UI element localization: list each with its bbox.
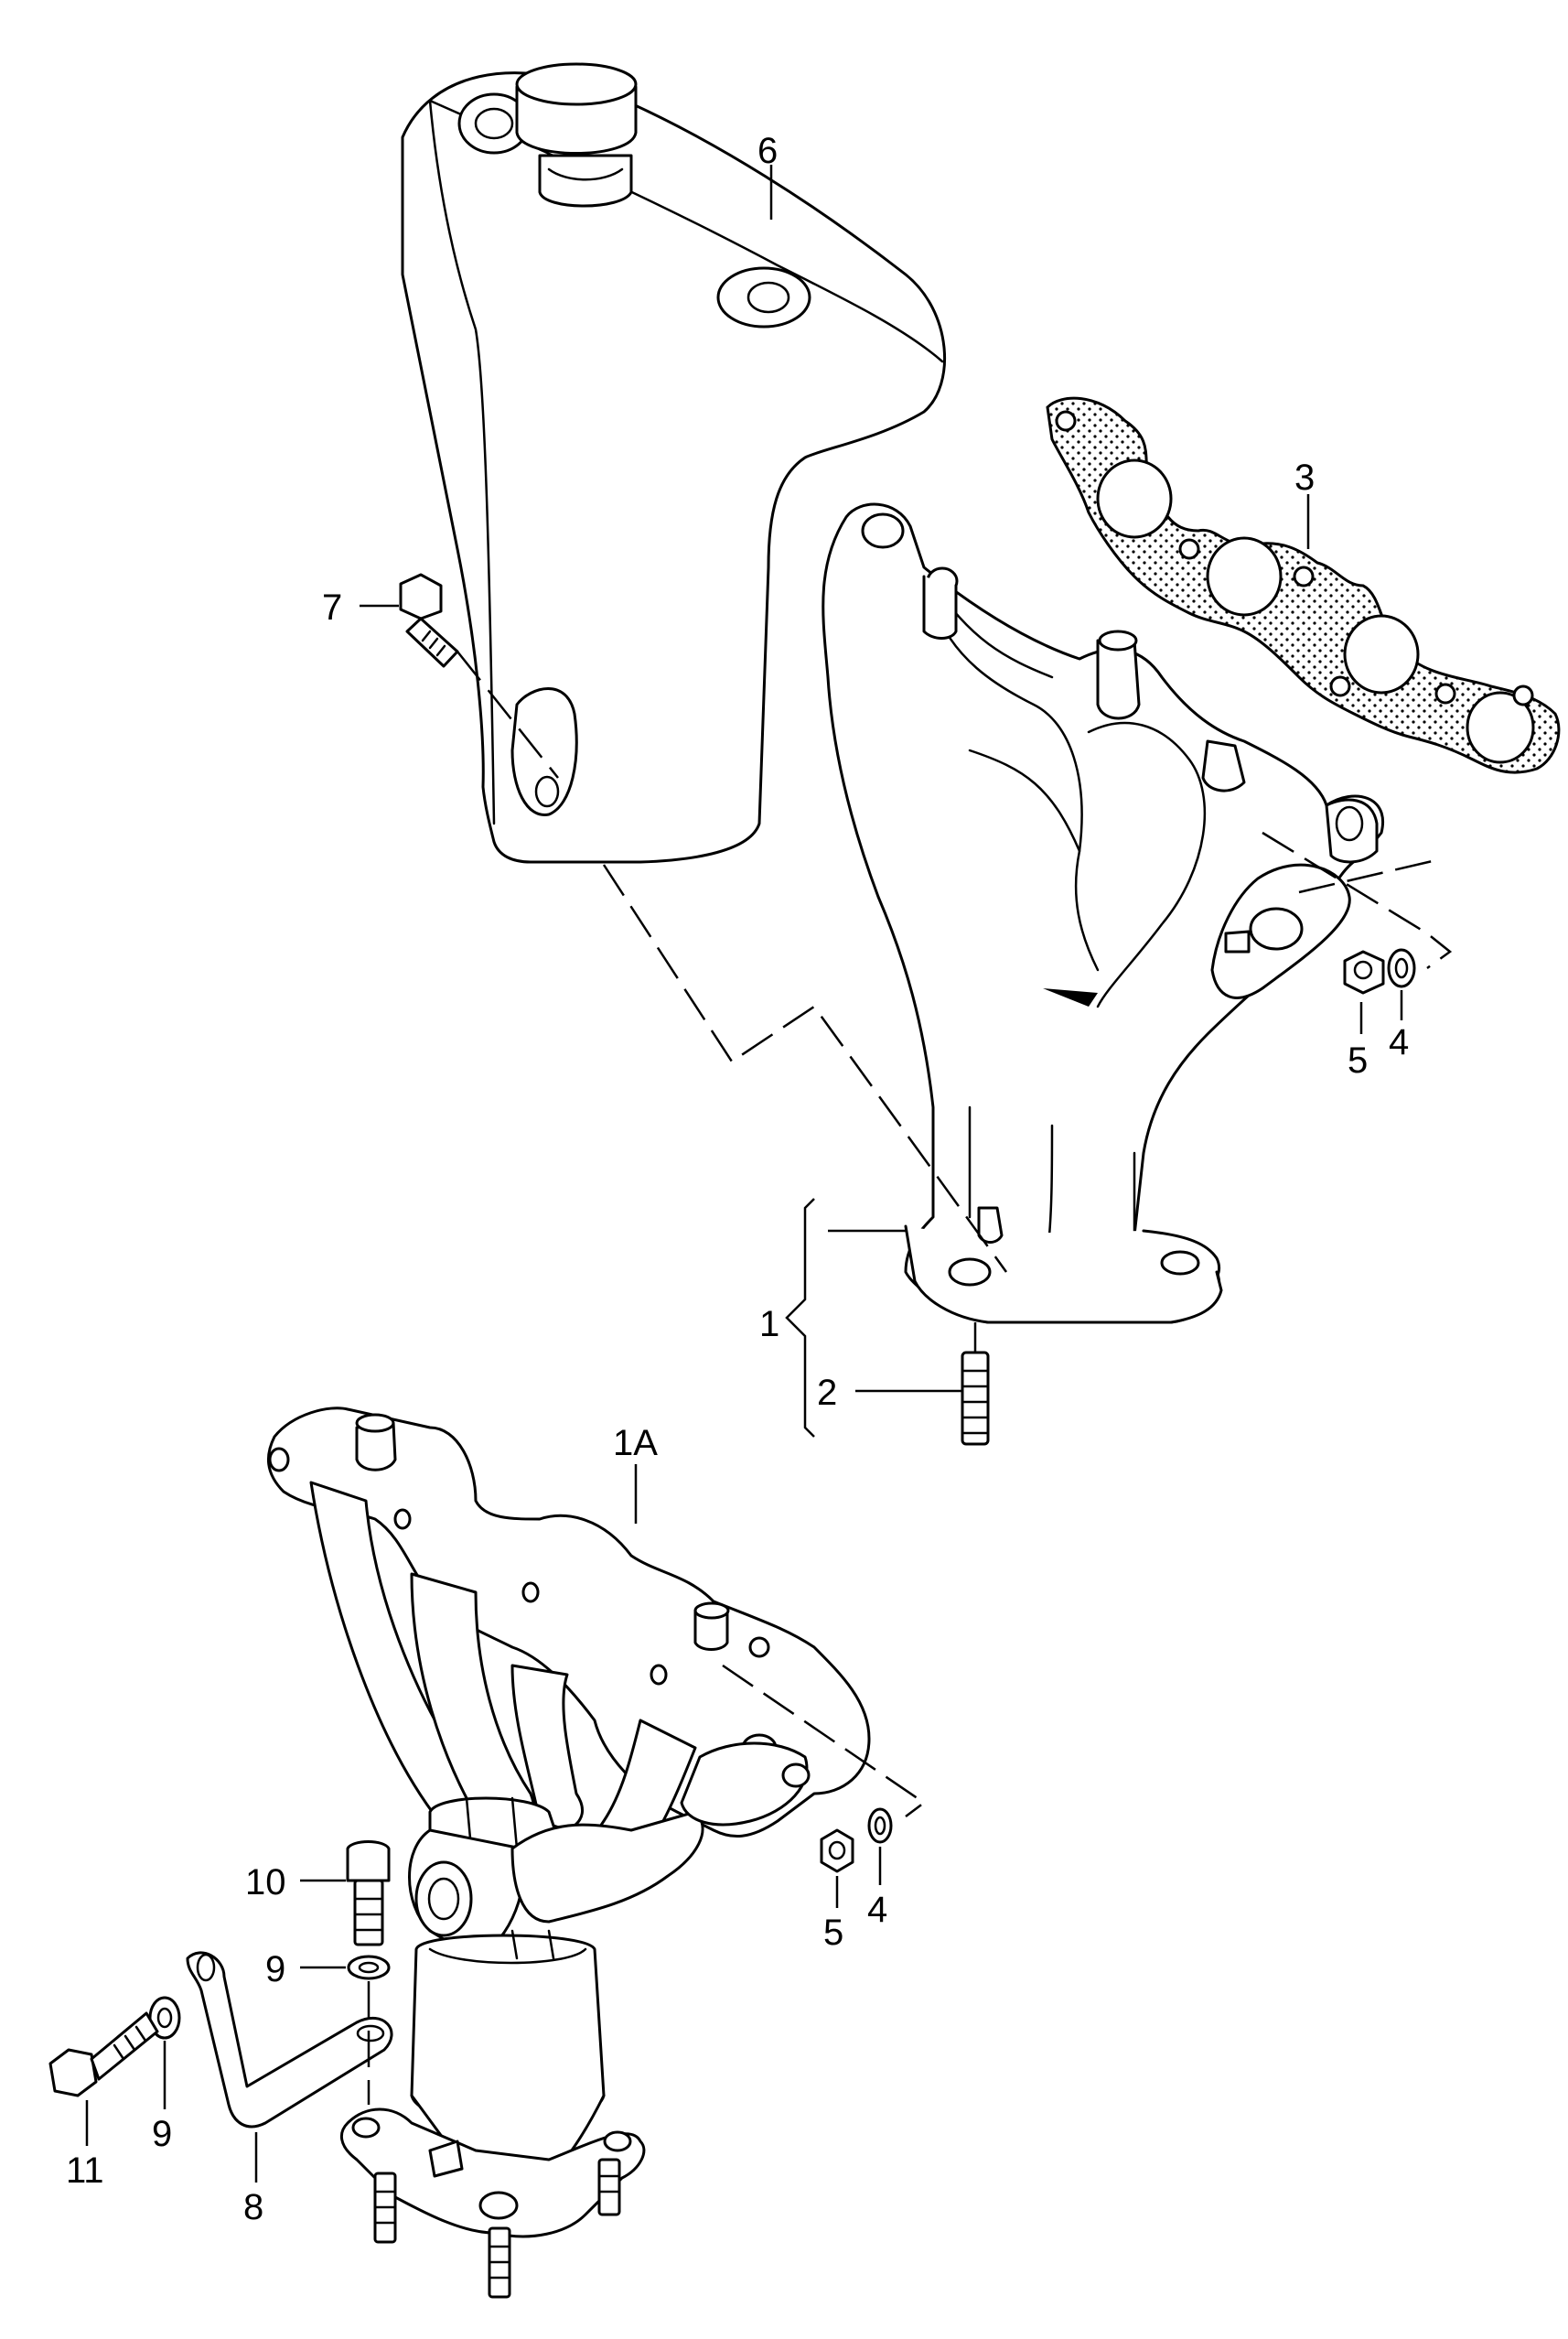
callout-5-lower: 5: [823, 1913, 843, 1953]
gasket: [1046, 396, 1561, 774]
callout-3: 3: [1294, 458, 1315, 498]
manifold-with-catalytic-converter: [266, 1407, 871, 2299]
washer-lower: [867, 1807, 893, 1844]
callout-10: 10: [245, 1862, 286, 1902]
callout-9-upper: 9: [265, 1949, 285, 1989]
callout-leaders: [85, 165, 1403, 2183]
bracket: [186, 1951, 393, 2129]
callout-9-lower: 9: [152, 2114, 172, 2154]
bolt-10: [346, 1840, 391, 1946]
callout-8: 8: [243, 2187, 263, 2227]
stud: [961, 1322, 990, 1446]
washer-9-lower: [148, 1996, 181, 2040]
bolt-11: [48, 2011, 159, 2097]
callout-11: 11: [66, 2150, 104, 2191]
heat-shield: [401, 62, 947, 864]
heat-shield-cap: [515, 62, 638, 208]
callout-6: 6: [757, 131, 778, 171]
heat-shield-bolt: [399, 573, 459, 668]
callout-1: 1: [759, 1304, 779, 1344]
callout-5-upper: 5: [1348, 1040, 1368, 1081]
exhaust-manifold: [822, 502, 1385, 1324]
nut-lower: [820, 1828, 854, 1873]
callout-7: 7: [322, 587, 342, 628]
washer-9-upper: [347, 1955, 391, 1980]
nut-upper: [1343, 950, 1385, 995]
callout-4-lower: 4: [867, 1890, 887, 1930]
callout-1a: 1A: [613, 1423, 658, 1463]
manifold-outlet-flange: [1210, 863, 1351, 999]
callout-2: 2: [817, 1373, 837, 1413]
callout-4-upper: 4: [1389, 1022, 1409, 1062]
washer-upper: [1387, 948, 1416, 988]
